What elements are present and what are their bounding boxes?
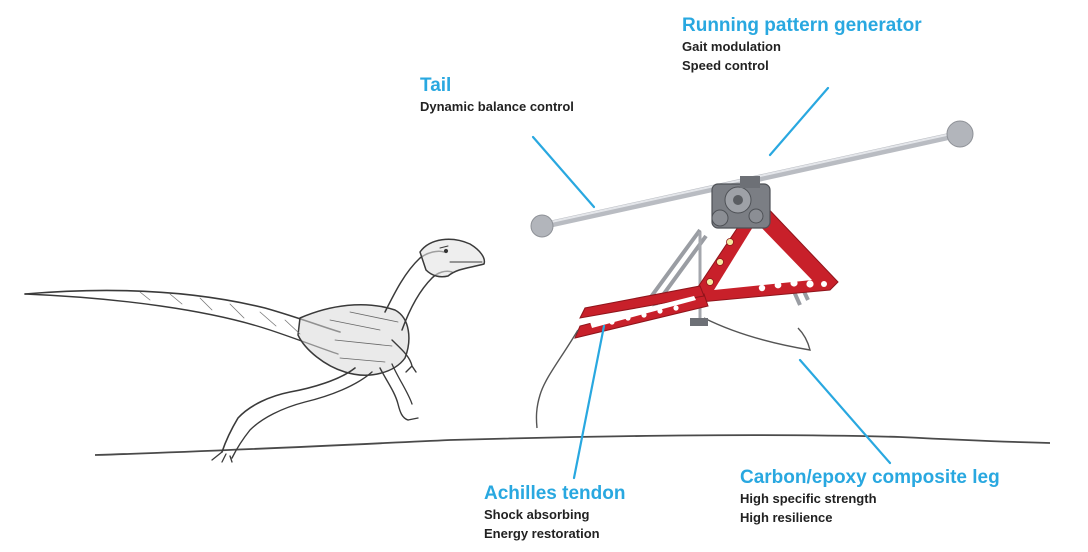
tail-rod-end-right — [947, 121, 973, 147]
callout-tail: Tail Dynamic balance control — [420, 76, 574, 119]
callout-running-pattern-generator-line-1: Gait modulation — [682, 40, 922, 53]
achilles-tendon-spring — [536, 330, 578, 428]
callout-achilles-tendon-title: Achilles tendon — [484, 484, 625, 503]
callout-composite-leg-line-2: High resilience — [740, 511, 1000, 524]
ground-line — [95, 435, 1050, 455]
velociraptor-sketch — [25, 239, 484, 462]
composite-leg-frame — [575, 200, 838, 338]
callout-composite-leg-line-1: High specific strength — [740, 492, 1000, 505]
callout-achilles-tendon-line-2: Energy restoration — [484, 527, 625, 540]
leader-tail — [533, 137, 594, 207]
callout-running-pattern-generator-title: Running pattern generator — [682, 16, 922, 35]
callout-composite-leg-title: Carbon/epoxy composite leg — [740, 468, 1000, 487]
running-pattern-generator-mechanism — [712, 176, 770, 228]
callout-tail-line-1: Dynamic balance control — [420, 100, 574, 113]
leader-running-pattern-generator — [770, 88, 828, 155]
callout-tail-title: Tail — [420, 76, 574, 95]
callout-achilles-tendon-line-1: Shock absorbing — [484, 508, 625, 521]
raptor-robot — [531, 121, 973, 428]
leader-composite-leg — [800, 360, 890, 463]
callout-running-pattern-generator: Running pattern generator Gait modulatio… — [682, 16, 922, 78]
callout-achilles-tendon: Achilles tendon Shock absorbing Energy r… — [484, 484, 625, 546]
callout-composite-leg: Carbon/epoxy composite leg High specific… — [740, 468, 1000, 530]
leader-achilles-tendon — [574, 326, 604, 478]
tail-rod-end-left — [531, 215, 553, 237]
callout-running-pattern-generator-line-2: Speed control — [682, 59, 922, 72]
